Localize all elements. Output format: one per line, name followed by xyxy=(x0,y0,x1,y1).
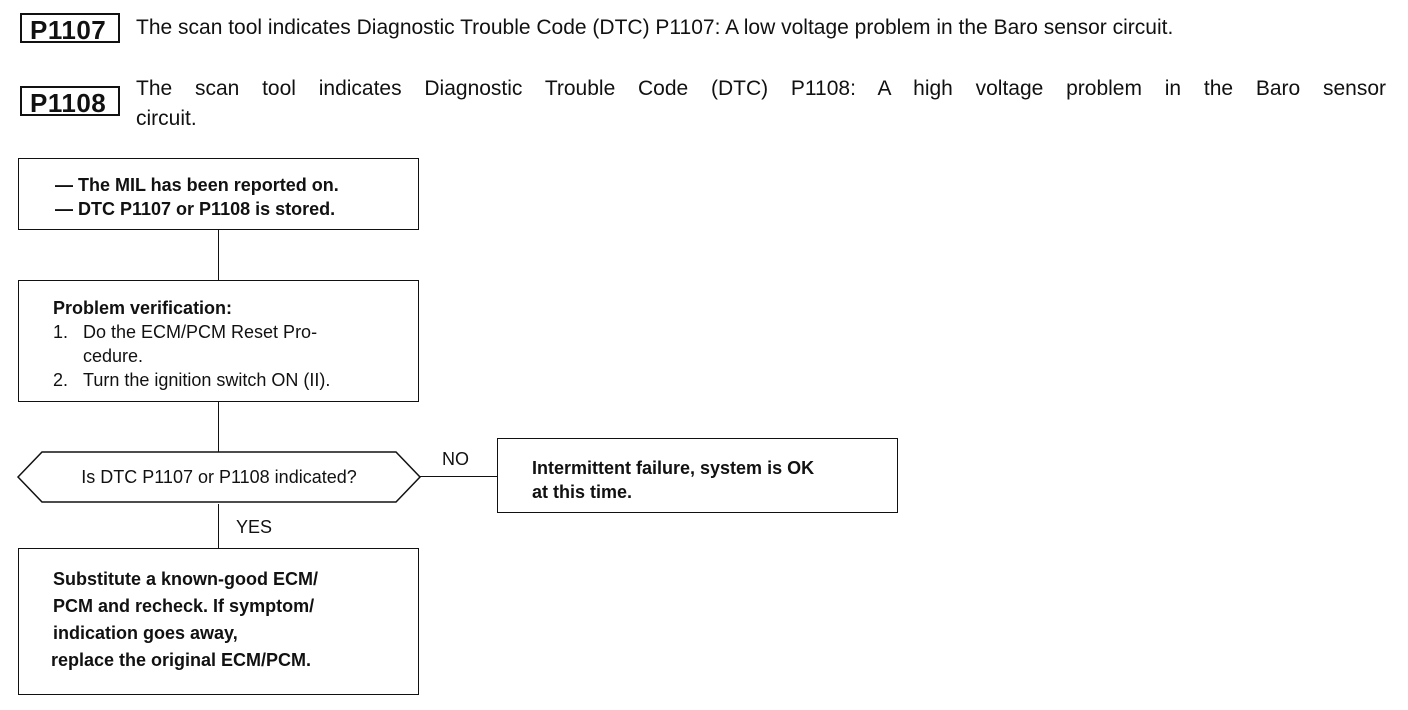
yes-result-line2: PCM and recheck. If symptom/ xyxy=(53,596,315,616)
decision-shape xyxy=(16,451,422,503)
start-condition-line2: — DTC P1107 or P1108 is stored. xyxy=(55,199,336,219)
dtc-code-badge-p1107: P1107 xyxy=(20,13,120,43)
verification-step-1: 1. Do the ECM/PCM Reset Pro- cedure. xyxy=(53,320,418,368)
connector-decision-no xyxy=(420,476,497,477)
yes-result-line1: Substitute a known-good ECM/ xyxy=(53,569,318,589)
no-result-line1: Intermittent failure, system is OK xyxy=(532,458,815,478)
intermittent-failure-box: Intermittent failure, system is OK at th… xyxy=(497,438,898,513)
substitute-ecm-box: Substitute a known-good ECM/ PCM and rec… xyxy=(18,548,419,695)
step-number: 1. xyxy=(53,322,69,342)
step-number: 2. xyxy=(53,370,69,390)
problem-verification-box: Problem verification: 1. Do the ECM/PCM … xyxy=(18,280,419,402)
step-text-continued: cedure. xyxy=(83,346,144,366)
dtc-description-p1107: The scan tool indicates Diagnostic Troub… xyxy=(136,16,1174,39)
verification-step-2: 2. Turn the ignition switch ON (II). xyxy=(53,368,418,392)
start-condition-line1: — The MIL has been reported on. xyxy=(55,175,339,195)
connector-verification-to-decision xyxy=(218,402,219,452)
dtc-description-p1108-line1: The scan tool indicates Diagnostic Troub… xyxy=(136,77,1386,100)
no-result-line2: at this time. xyxy=(532,482,633,502)
connector-start-to-verification xyxy=(218,230,219,280)
verification-steps: 1. Do the ECM/PCM Reset Pro- cedure. 2. … xyxy=(53,320,418,392)
decision-yes-label: YES xyxy=(236,517,273,537)
connector-decision-yes xyxy=(218,504,219,548)
yes-result-line4: replace the original ECM/PCM. xyxy=(51,650,312,670)
yes-result-line3: indication goes away, xyxy=(53,623,238,643)
decision-question: Is DTC P1107 or P1108 indicated? xyxy=(81,467,357,487)
step-text: Turn the ignition switch ON (II). xyxy=(83,370,331,390)
decision-no-label: NO xyxy=(442,449,469,469)
dtc-code-badge-p1108: P1108 xyxy=(20,86,120,116)
start-condition-box: — The MIL has been reported on. — DTC P1… xyxy=(18,158,419,230)
dtc-description-p1108-line2: circuit. xyxy=(136,107,197,130)
verification-title: Problem verification: xyxy=(53,298,233,318)
step-text: Do the ECM/PCM Reset Pro- xyxy=(83,322,318,342)
